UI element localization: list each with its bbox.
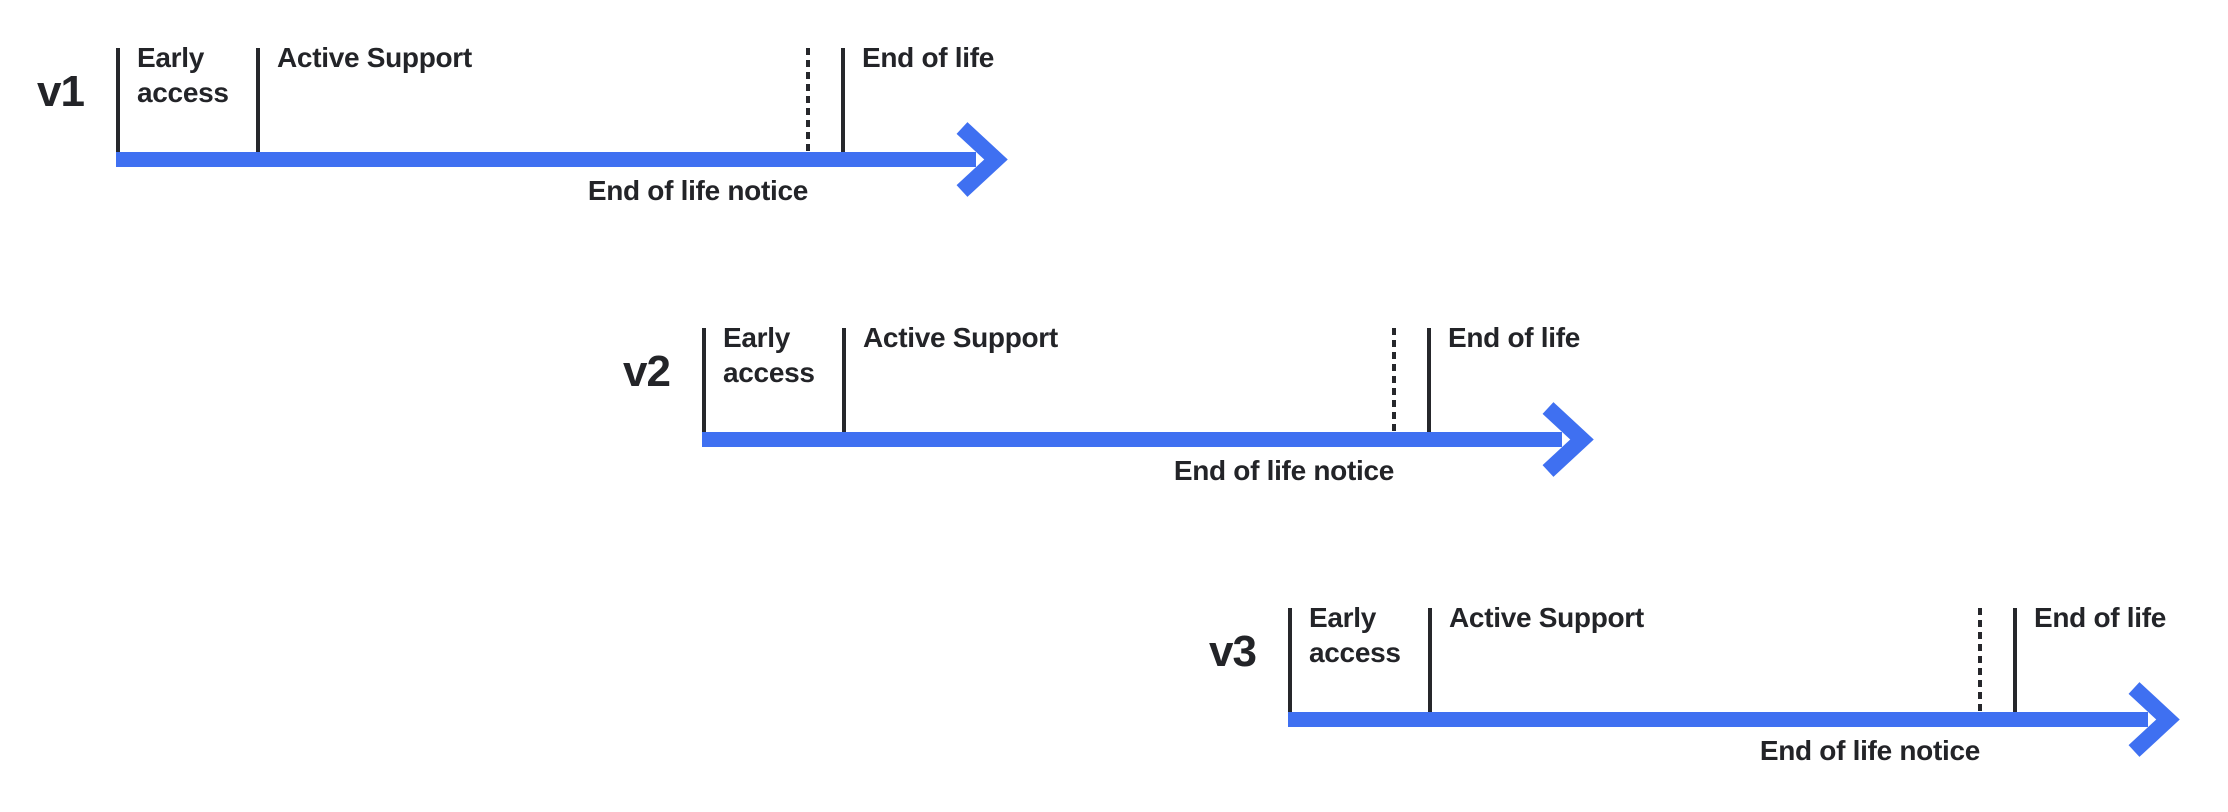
version-label: v2 [623,347,671,396]
timeline-arrow [702,402,1594,477]
active-support-label: Active Support [277,42,472,73]
early-access-start-tick [116,48,120,152]
active-support-label: Active Support [863,322,1058,353]
early-access-label: Early access [1309,602,1401,668]
eol-notice-label: End of life notice [1173,455,1394,486]
timeline-arrowhead-icon [956,122,1008,197]
end-of-life-label: End of life [2034,602,2167,633]
eol-notice-dashed-tick [1978,608,1982,712]
timeline-row-v2: v2 Early access Active Support End of li… [586,280,1716,515]
early-access-label: Early access [723,322,815,388]
eol-notice-dashed-tick [806,48,810,152]
timeline-row-v3: v3 Early access Active Support End of li… [1172,560,2228,795]
end-of-life-tick [2013,608,2017,712]
timeline-arrow [116,122,1008,197]
timeline-arrow [1288,682,2180,757]
eol-notice-label: End of life notice [1759,735,1980,766]
active-support-label: Active Support [1449,602,1644,633]
early-access-start-tick [1288,608,1292,712]
end-of-life-label: End of life [862,42,995,73]
active-support-start-tick [842,328,846,432]
timeline-arrowhead-icon [2128,682,2180,757]
version-label: v1 [37,67,85,116]
timeline-arrowhead-icon [1542,402,1594,477]
eol-notice-label: End of life notice [587,175,808,206]
end-of-life-tick [841,48,845,152]
active-support-start-tick [256,48,260,152]
end-of-life-label: End of life [1448,322,1581,353]
early-access-label: Early access [137,42,229,108]
timeline-row-v1: v1 Early access Active Support End of li… [0,0,1130,235]
end-of-life-tick [1427,328,1431,432]
active-support-start-tick [1428,608,1432,712]
eol-notice-dashed-tick [1392,328,1396,432]
version-label: v3 [1209,627,1257,676]
early-access-start-tick [702,328,706,432]
